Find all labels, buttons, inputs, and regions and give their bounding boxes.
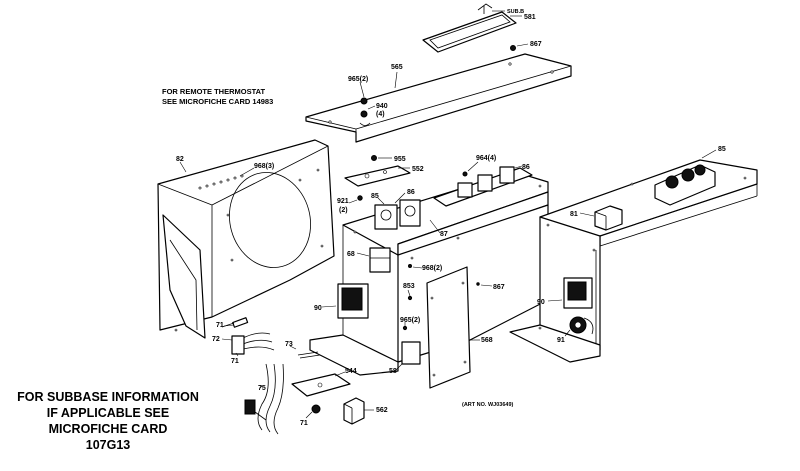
relay-562: 562 [343,397,388,425]
callout-sub-b: SUB.B [507,9,524,15]
callout-921: 921 [337,198,349,205]
callout-867-top: 867 [530,41,542,48]
panel-holes [174,168,324,332]
component-85-right: 85 [654,146,726,206]
relay-68: 68 968(2) 867 [347,247,505,291]
callout-955: 955 [394,156,406,163]
callout-58: 58 [389,368,397,375]
screw-867-part: 867 [510,41,542,51]
small-parts-left: 71 72 71 73 [212,317,321,365]
capacitor-90: 90 [314,283,369,319]
remote-thermostat-note-line2: SEE MICROFICHE CARD 14983 [162,97,273,106]
callout-71-a: 71 [216,322,224,329]
callout-86-b: 86 [522,164,530,171]
subbase-note-line2: IF APPLICABLE SEE [47,406,169,420]
callout-85-right: 85 [718,146,726,153]
callout-81: 81 [570,211,578,218]
capacitor-90-right: 90 [537,277,593,309]
top-cover-part: 565 [305,53,572,143]
switch-assembly-86: 86 85 [371,189,421,230]
callout-91: 91 [557,337,565,344]
callout-85: 85 [371,193,379,200]
top-screw-part: SUB.B [477,3,524,15]
terminal-block-part: 964(4) 86 [433,155,533,207]
callout-68: 68 [347,251,355,258]
art-number: (ART NO. WJ03649) [462,402,514,408]
callout-72: 72 [212,336,220,343]
callout-965-2: 965(2) [348,76,368,83]
callout-867-mid: 867 [493,284,505,291]
screws-921: 921 (2) [337,195,363,214]
callout-4: (4) [376,111,385,118]
callout-940: 940 [376,103,388,110]
base-tray: 58 [309,334,421,376]
cover-fasteners: 965(2) 940 (4) [348,76,388,126]
callout-562: 562 [376,407,388,414]
callout-86-a: 86 [407,189,415,196]
callout-853: 853 [403,283,415,290]
bracket-544: 544 71 [291,368,357,427]
subbase-note-line3: MICROFICHE CARD [49,422,168,436]
callout-71-b: 71 [231,358,239,365]
callout-968-3: 968(3) [254,163,274,170]
top-plate-part: 581 [422,11,536,53]
callout-565: 565 [391,64,403,71]
screws-853-965: 853 965(2) [400,283,420,331]
callout-75: 75 [258,385,266,392]
callout-581: 581 [524,14,536,21]
callout-82: 82 [176,156,184,163]
left-panel-part: 82 968(3) [157,139,335,339]
motor-91: 91 [557,316,594,344]
callout-964-4: 964(4) [476,155,496,162]
callout-552: 552 [412,166,424,173]
callout-73: 73 [285,341,293,348]
callout-965-2b: 965(2) [400,317,420,324]
callout-71-c: 71 [300,420,308,427]
cover-panel-568: 568 [426,266,493,389]
callout-87: 87 [440,231,448,238]
callout-968-2: 968(2) [422,265,442,272]
subbase-note-line1: FOR SUBBASE INFORMATION [17,390,199,404]
remote-thermostat-note-line1: FOR REMOTE THERMOSTAT [162,87,265,96]
callout-568: 568 [481,337,493,344]
callout-921-qty: (2) [339,207,348,214]
subbase-note-line4: 107G13 [86,438,131,452]
callout-544: 544 [345,368,357,375]
callout-90-right: 90 [537,299,545,306]
callout-90: 90 [314,305,322,312]
wire-harness-75: 75 [244,363,284,435]
bracket-81: 81 [570,205,623,231]
control-plate-part: 955 552 [344,155,424,187]
